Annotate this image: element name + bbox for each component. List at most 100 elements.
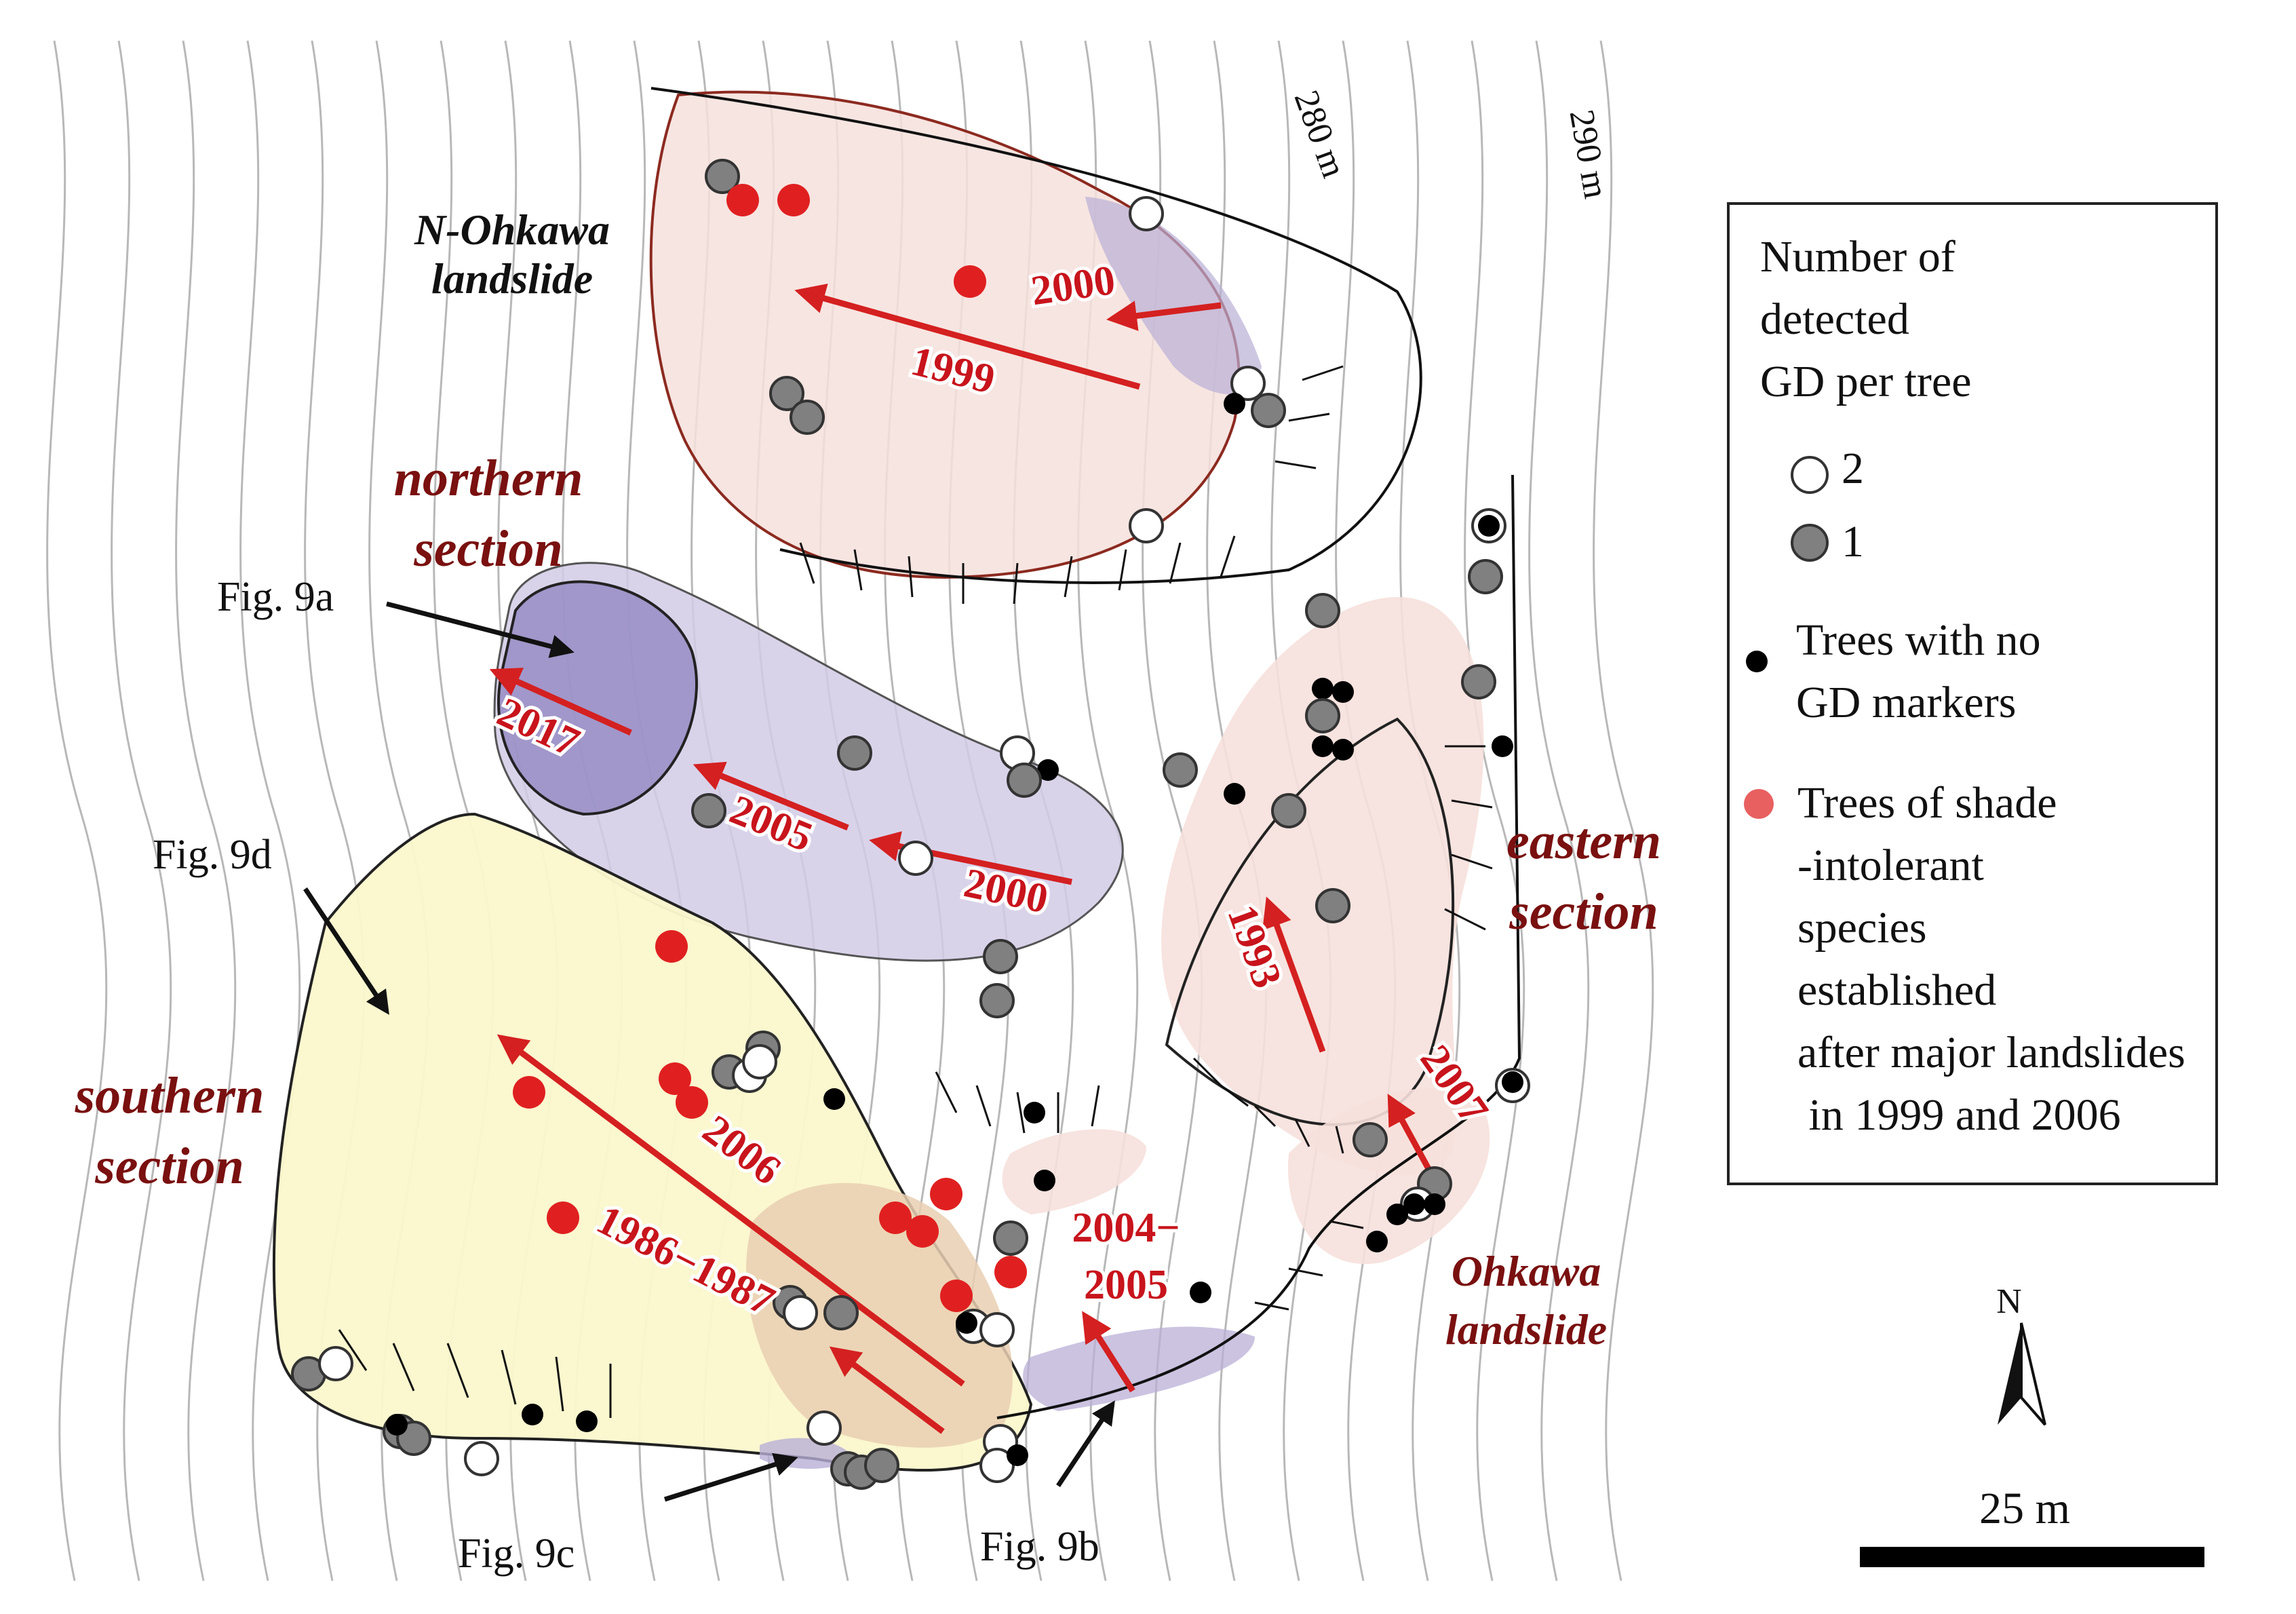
scarp-tick <box>1444 908 1486 931</box>
legend-swatch-2 <box>1791 456 1829 494</box>
n-ohkawa-purple <box>1085 197 1262 395</box>
contour-line <box>1528 40 1590 1581</box>
contour-line <box>111 40 172 1581</box>
scarp-tick <box>555 1356 564 1412</box>
scarp-tick <box>1091 1085 1100 1127</box>
arrow-1999 <box>794 284 1141 390</box>
arrow-2005 <box>693 761 849 831</box>
tree-gd1 <box>769 376 804 411</box>
tree-gd2 <box>318 1346 353 1381</box>
contour-line <box>1464 40 1525 1581</box>
legend-box <box>1727 202 2218 1185</box>
zone-polygons <box>272 87 1521 1472</box>
arrow-1993 <box>1262 896 1326 1053</box>
arrow-2004 <box>1082 1311 1135 1393</box>
north-arrow: N <box>1996 1282 2046 1426</box>
tree-gd2 <box>979 1448 1015 1483</box>
scarp-tick <box>1275 460 1317 469</box>
scarp-tick <box>1220 535 1236 577</box>
scarp-tick <box>1169 542 1182 584</box>
tree-no-gd <box>1224 393 1245 415</box>
tree-gd2 <box>464 1441 499 1476</box>
arrow-1986 <box>829 1346 945 1434</box>
southern-brown-zone <box>746 1183 1013 1448</box>
scale-label: 25 m <box>1979 1484 2070 1533</box>
tree-shade-intolerant <box>676 1086 708 1119</box>
tree-gd2 <box>1129 196 1164 231</box>
northern-dark-zone <box>497 580 698 816</box>
tree-no-gd <box>1007 1444 1028 1466</box>
scarp-tick <box>935 1071 958 1113</box>
tree-gd1 <box>993 1221 1028 1256</box>
scarp-tick <box>1220 1084 1249 1107</box>
tree-gd1 <box>983 939 1018 974</box>
scarp-tick <box>1192 1057 1222 1087</box>
arrow-2007 <box>1387 1094 1434 1176</box>
tree-gd2 <box>742 1044 777 1079</box>
label-fig9b: Fig. 9b <box>980 1524 1100 1570</box>
scarp-tick <box>1288 412 1330 422</box>
legend-swatch-shade <box>1744 789 1774 819</box>
tree-no-gd <box>1332 681 1354 703</box>
tree-no-gd <box>1366 1231 1388 1252</box>
scarp-tick <box>1064 556 1073 598</box>
contour-line <box>1658 41 1717 1581</box>
scarp-tick <box>1254 1301 1289 1311</box>
tree-gd2 <box>979 1312 1015 1347</box>
scarp-tick <box>1329 1220 1364 1229</box>
label-290m: 290 m <box>1562 107 1616 201</box>
tree-gd1 <box>1305 698 1340 733</box>
contour-line <box>46 40 108 1581</box>
tree-shade-intolerant <box>726 184 759 216</box>
figure-labels: Fig. 9a Fig. 9d Fig. 9c Fig. 9b <box>153 574 1100 1577</box>
tree-gd1 <box>1251 393 1286 428</box>
label-fig9c: Fig. 9c <box>458 1531 575 1577</box>
tree-shade-intolerant <box>655 930 688 963</box>
scarp-tick <box>1302 365 1344 381</box>
tree-no-gd <box>386 1414 408 1436</box>
tree-shade-intolerant <box>906 1215 939 1248</box>
tree-no-gd <box>1403 1193 1425 1215</box>
scarp-tick <box>1013 562 1019 604</box>
tree-gd1 <box>979 983 1015 1018</box>
tree-gd1 <box>1468 559 1503 594</box>
tree-shade-intolerant <box>513 1076 545 1109</box>
tree-gd2 <box>783 1295 818 1330</box>
arrow-2000-top <box>1106 301 1222 331</box>
arrow-2006 <box>497 1034 965 1387</box>
legend-label-1: 1 <box>1842 517 1864 566</box>
tree-no-gd <box>1312 678 1334 699</box>
tree-gd1 <box>691 793 726 828</box>
scarp-tick <box>1451 853 1493 870</box>
tree-gd2 <box>1230 366 1266 401</box>
tree-no-gd <box>1224 783 1245 805</box>
tree-no-gd <box>1190 1282 1211 1303</box>
fig9c-pointer <box>663 1453 798 1502</box>
tree-gd1 <box>1271 793 1306 828</box>
tree-no-gd <box>576 1410 598 1432</box>
ohkawa-small-pink <box>1002 1129 1146 1214</box>
tree-no-gd <box>1332 739 1354 761</box>
scarp-tick <box>1451 799 1493 809</box>
tree-markers <box>291 159 1530 1490</box>
contour-line <box>239 40 301 1581</box>
scarp-hatching <box>338 365 1493 1418</box>
tree-no-gd <box>1424 1193 1445 1215</box>
tree-gd1 <box>790 400 825 435</box>
north-arrow-icon <box>1998 1323 2021 1425</box>
tree-shade-intolerant <box>954 265 986 298</box>
arrow-2017 <box>489 668 632 736</box>
tree-no-gd <box>1034 1170 1055 1191</box>
legend-swatch-1 <box>1791 524 1829 562</box>
contour-line <box>175 40 237 1581</box>
tree-no-gd <box>956 1312 977 1334</box>
scarp-tick <box>975 1085 992 1127</box>
legend-label-2: 2 <box>1842 444 1864 493</box>
tree-no-gd <box>1312 735 1334 757</box>
